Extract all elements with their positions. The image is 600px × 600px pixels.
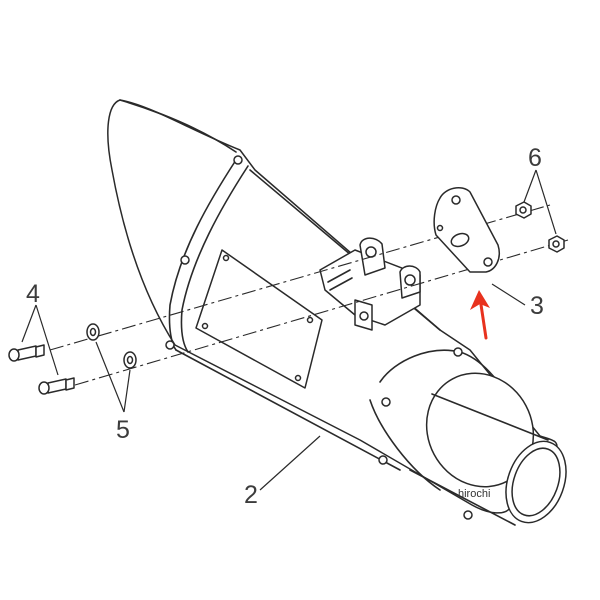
bolt-lower	[38, 377, 75, 395]
arrow-up-icon	[470, 290, 490, 340]
callout-labels: 4 5 6 3 2	[26, 144, 544, 509]
flange-nut-upper	[515, 201, 532, 219]
heat-shield-plate	[195, 249, 323, 389]
leader-lines	[21, 169, 557, 491]
bolt-upper	[8, 344, 45, 362]
watermark-text: hirochi	[458, 488, 490, 500]
muffler-body	[107, 99, 567, 526]
body-mount-bracket	[319, 237, 421, 331]
washer-upper	[86, 323, 100, 341]
flange-nut-lower	[548, 235, 565, 253]
callout-part-5: 5	[116, 416, 130, 444]
washer-lower	[123, 351, 137, 369]
callout-part-3: 3	[530, 292, 544, 320]
callout-part-6: 6	[528, 144, 542, 172]
stay-bracket	[433, 186, 500, 273]
callout-part-4: 4	[26, 280, 40, 308]
callout-part-2: 2	[244, 481, 258, 509]
